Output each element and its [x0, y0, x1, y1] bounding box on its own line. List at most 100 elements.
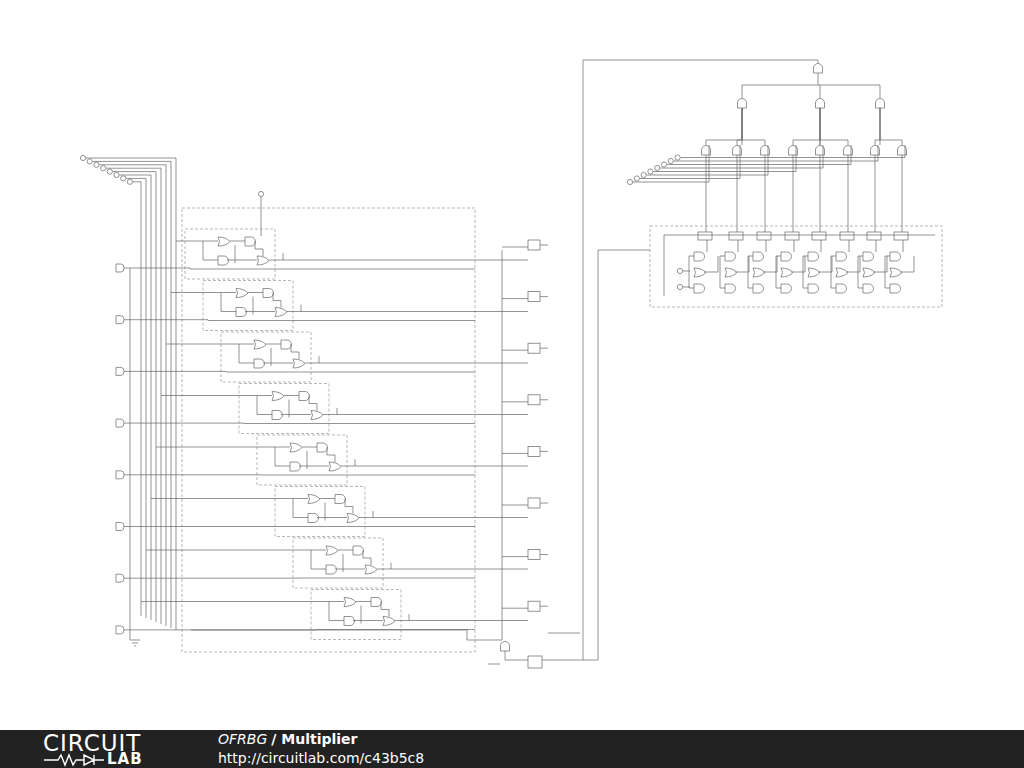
wire [748, 288, 753, 289]
wire [281, 414, 311, 415]
logic-gate [290, 443, 302, 452]
wire [720, 288, 725, 289]
wire [124, 268, 190, 269]
wire [373, 517, 528, 518]
wire [345, 506, 353, 507]
wire [176, 241, 203, 242]
input-pin [121, 176, 126, 181]
wire [914, 256, 915, 272]
wire [880, 140, 902, 141]
wire [263, 249, 264, 256]
wire [818, 73, 819, 85]
logic-gate [816, 99, 825, 109]
wire [263, 363, 293, 364]
wire [257, 395, 272, 396]
wire [113, 171, 156, 172]
wire [141, 182, 142, 602]
wire [831, 256, 836, 257]
logic-gate [725, 284, 736, 293]
wire [820, 155, 821, 232]
wire [343, 554, 344, 572]
logic-gate [694, 252, 705, 261]
wire [664, 235, 935, 236]
wire [287, 311, 301, 312]
flip-flop [729, 232, 743, 240]
ground-symbol [130, 640, 140, 646]
wire [720, 256, 725, 257]
input-pin [94, 162, 99, 167]
wire [502, 247, 528, 248]
wire [124, 423, 244, 424]
wire [284, 395, 299, 396]
wire [283, 260, 528, 261]
wire [885, 288, 890, 289]
wire [765, 140, 766, 145]
logic-gate [281, 340, 292, 349]
flip-flop [528, 498, 540, 508]
input-pin [661, 162, 666, 167]
wire [146, 178, 147, 550]
wire [327, 455, 335, 456]
wire [166, 344, 167, 626]
wire [226, 372, 475, 373]
wire [302, 447, 317, 448]
wire [502, 505, 528, 506]
wire [244, 423, 475, 424]
wire [161, 168, 162, 395]
wire [689, 256, 690, 288]
input-pin [668, 158, 673, 163]
wire [361, 606, 362, 624]
wire [598, 250, 650, 251]
logic-gate [326, 565, 337, 574]
wire [329, 601, 344, 602]
flip-flop [698, 232, 712, 240]
wire [235, 245, 236, 263]
logic-gate [293, 359, 305, 368]
wire [742, 108, 743, 140]
wire [355, 459, 356, 466]
wire [633, 182, 709, 183]
wire [502, 401, 528, 402]
flip-flop [528, 395, 540, 405]
wire [337, 414, 528, 415]
logic-gate [753, 268, 765, 277]
wire [794, 240, 795, 252]
wire [293, 499, 294, 518]
wire [86, 158, 176, 159]
wire [359, 517, 373, 518]
logic-gate [290, 462, 301, 471]
wire [820, 85, 821, 98]
logic-gate [694, 268, 706, 277]
wire [707, 240, 708, 252]
wire [858, 256, 863, 257]
wire [156, 447, 275, 448]
flip-flop [785, 232, 799, 240]
wire [706, 140, 707, 145]
wire [704, 272, 718, 273]
wire [540, 348, 548, 349]
wire [860, 256, 861, 272]
wire [291, 352, 299, 353]
wire [203, 241, 218, 242]
wire [742, 108, 743, 140]
input-pin [634, 176, 639, 181]
wire [880, 108, 881, 140]
switch-symbol [116, 523, 124, 531]
wire [307, 451, 308, 469]
logic-gate [808, 284, 819, 293]
wire [820, 108, 821, 140]
wire [257, 414, 272, 415]
wire [363, 558, 371, 559]
wire [875, 140, 880, 141]
wire [821, 240, 822, 252]
logic-gate [347, 514, 359, 523]
group-outline [182, 208, 475, 652]
wire [166, 165, 167, 344]
wire [742, 85, 743, 98]
wire [683, 271, 690, 272]
wire [905, 145, 906, 158]
wire [124, 578, 298, 579]
wire [353, 507, 354, 514]
wire [337, 408, 338, 415]
wire [902, 155, 903, 232]
